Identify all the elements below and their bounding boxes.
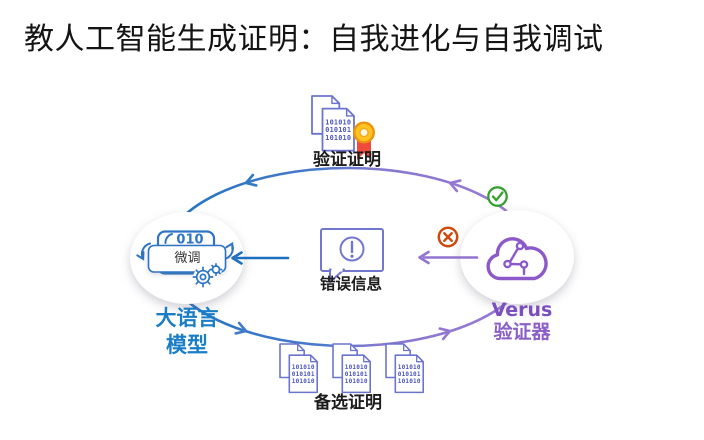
verus-name-label: Verus: [491, 299, 553, 321]
verified-proof-doc-icon: [311, 95, 376, 160]
llm-label-line1: 大语言: [155, 306, 219, 330]
candidate-proofs-label: 备选证明: [314, 393, 382, 413]
x-circle-icon: [437, 226, 459, 248]
finetune-tooltip-box: [147, 244, 227, 273]
candidate-proofs-doc-icons: [279, 343, 424, 394]
gear-small-icon: [209, 263, 223, 276]
verifier-label: 验证器: [493, 321, 551, 343]
circuit-cloud-icon: [486, 237, 548, 281]
gear-icon: [192, 266, 214, 288]
check-circle-icon: [487, 186, 508, 207]
arrowhead-bottom-left: [234, 321, 248, 335]
arrowhead-top-right: [448, 179, 462, 193]
arrowhead-top-left: [244, 173, 258, 187]
finetune-tooltip-label: 微调: [174, 251, 201, 266]
medal-ribbon: [357, 138, 371, 160]
llm-label-line2: 模型: [166, 333, 208, 357]
page-title: 教人工智能生成证明：自我进化与自我调试: [24, 22, 604, 57]
error-message-label: 错误信息: [319, 275, 382, 293]
svg-text:010: 010: [176, 233, 203, 248]
arrowhead-bottom-right: [438, 327, 452, 341]
arrow-error-to-finetune: [231, 251, 290, 265]
arrow-verifier-to-error: [418, 250, 479, 265]
verified-proof-label: 验证证明: [313, 150, 381, 170]
speech-bubble-exclamation-icon: [320, 228, 384, 283]
verifier-node-circle: [460, 210, 574, 304]
